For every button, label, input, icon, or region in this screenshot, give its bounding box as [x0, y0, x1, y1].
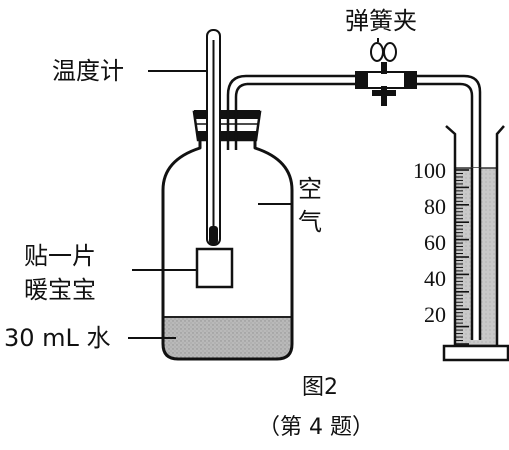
warmer-label-2: 暖宝宝: [24, 276, 96, 304]
bottle: [161, 135, 294, 361]
leader-lines: [128, 38, 379, 339]
bottle-outline: [161, 136, 294, 361]
cylinder-scale-labels: 100 80 60 40 20: [413, 158, 446, 327]
question-caption: （第 4 题）: [258, 415, 374, 440]
clamp-label: 弹簧夹: [345, 7, 417, 35]
graduated-cylinder: [442, 125, 509, 362]
scale-label-60: 60: [424, 230, 446, 255]
scale-label-80: 80: [424, 194, 446, 219]
water-label: 30 mL 水: [4, 324, 111, 352]
scale-label-40: 40: [424, 266, 446, 291]
scale-label-20: 20: [424, 302, 446, 327]
figure-caption: 图2: [302, 375, 338, 400]
thermometer: [206, 29, 221, 246]
hand-warmer: [195, 247, 234, 289]
water-in-bottle: [163, 317, 292, 358]
thermometer-label: 温度计: [52, 57, 124, 85]
air-label-1: 空: [298, 175, 322, 203]
glass-tube: [226, 74, 358, 150]
warmer-label-1: 贴一片: [24, 242, 96, 270]
air-label-2: 气: [298, 208, 322, 236]
spring-clamp: [355, 42, 417, 106]
cylinder-graduations: [455, 169, 469, 345]
scale-label-100: 100: [413, 158, 446, 183]
